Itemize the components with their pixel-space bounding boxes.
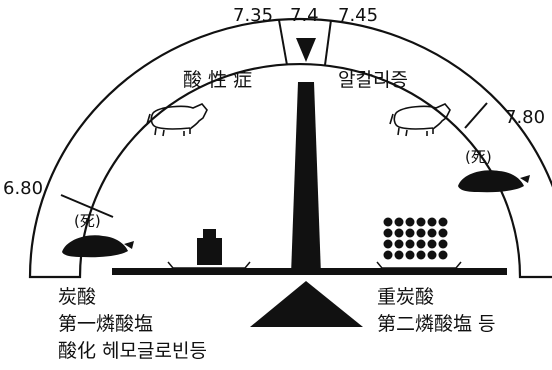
- balance-pillar: [291, 82, 321, 275]
- base-buffer-2: 第二燐酸塩 등: [377, 313, 496, 335]
- ph-label-780: 7.80: [505, 107, 545, 128]
- ph-pointer-top: [296, 38, 316, 62]
- ph-label-740: 7.4: [290, 5, 319, 26]
- tick-line-735: [278, 19, 288, 66]
- base-weights: [376, 217, 462, 269]
- dead-cow-icon-left: [62, 235, 134, 258]
- ph-scale-arc: [28, 17, 552, 279]
- acid-buffer-1: 炭酸: [58, 286, 96, 308]
- tick-line-680: [60, 194, 114, 218]
- ph-label-735: 7.35: [233, 5, 273, 26]
- tick-line-780: [464, 102, 488, 129]
- fulcrum: [250, 281, 363, 327]
- ph-label-745: 7.45: [338, 5, 378, 26]
- alkalosis-label: 알칼리증: [338, 69, 408, 91]
- acid-buffer-3: 酸化 헤모글로빈등: [58, 340, 207, 362]
- cow-icon-acidosis: [146, 103, 208, 137]
- tick-line-745: [324, 19, 332, 66]
- acidosis-label: 酸 性 症: [183, 69, 252, 91]
- dead-cow-icon-right: [458, 170, 530, 193]
- base-buffer-1: 重炭酸: [377, 286, 434, 308]
- acid-buffer-2: 第一燐酸塩: [58, 313, 153, 335]
- ph-label-680: 6.80: [3, 178, 43, 199]
- balance-beam: [112, 268, 507, 275]
- death-label-left: (死): [74, 212, 101, 230]
- cow-icon-alkalosis: [389, 103, 451, 137]
- acid-weight: [167, 229, 251, 269]
- death-label-right: (死): [465, 148, 492, 166]
